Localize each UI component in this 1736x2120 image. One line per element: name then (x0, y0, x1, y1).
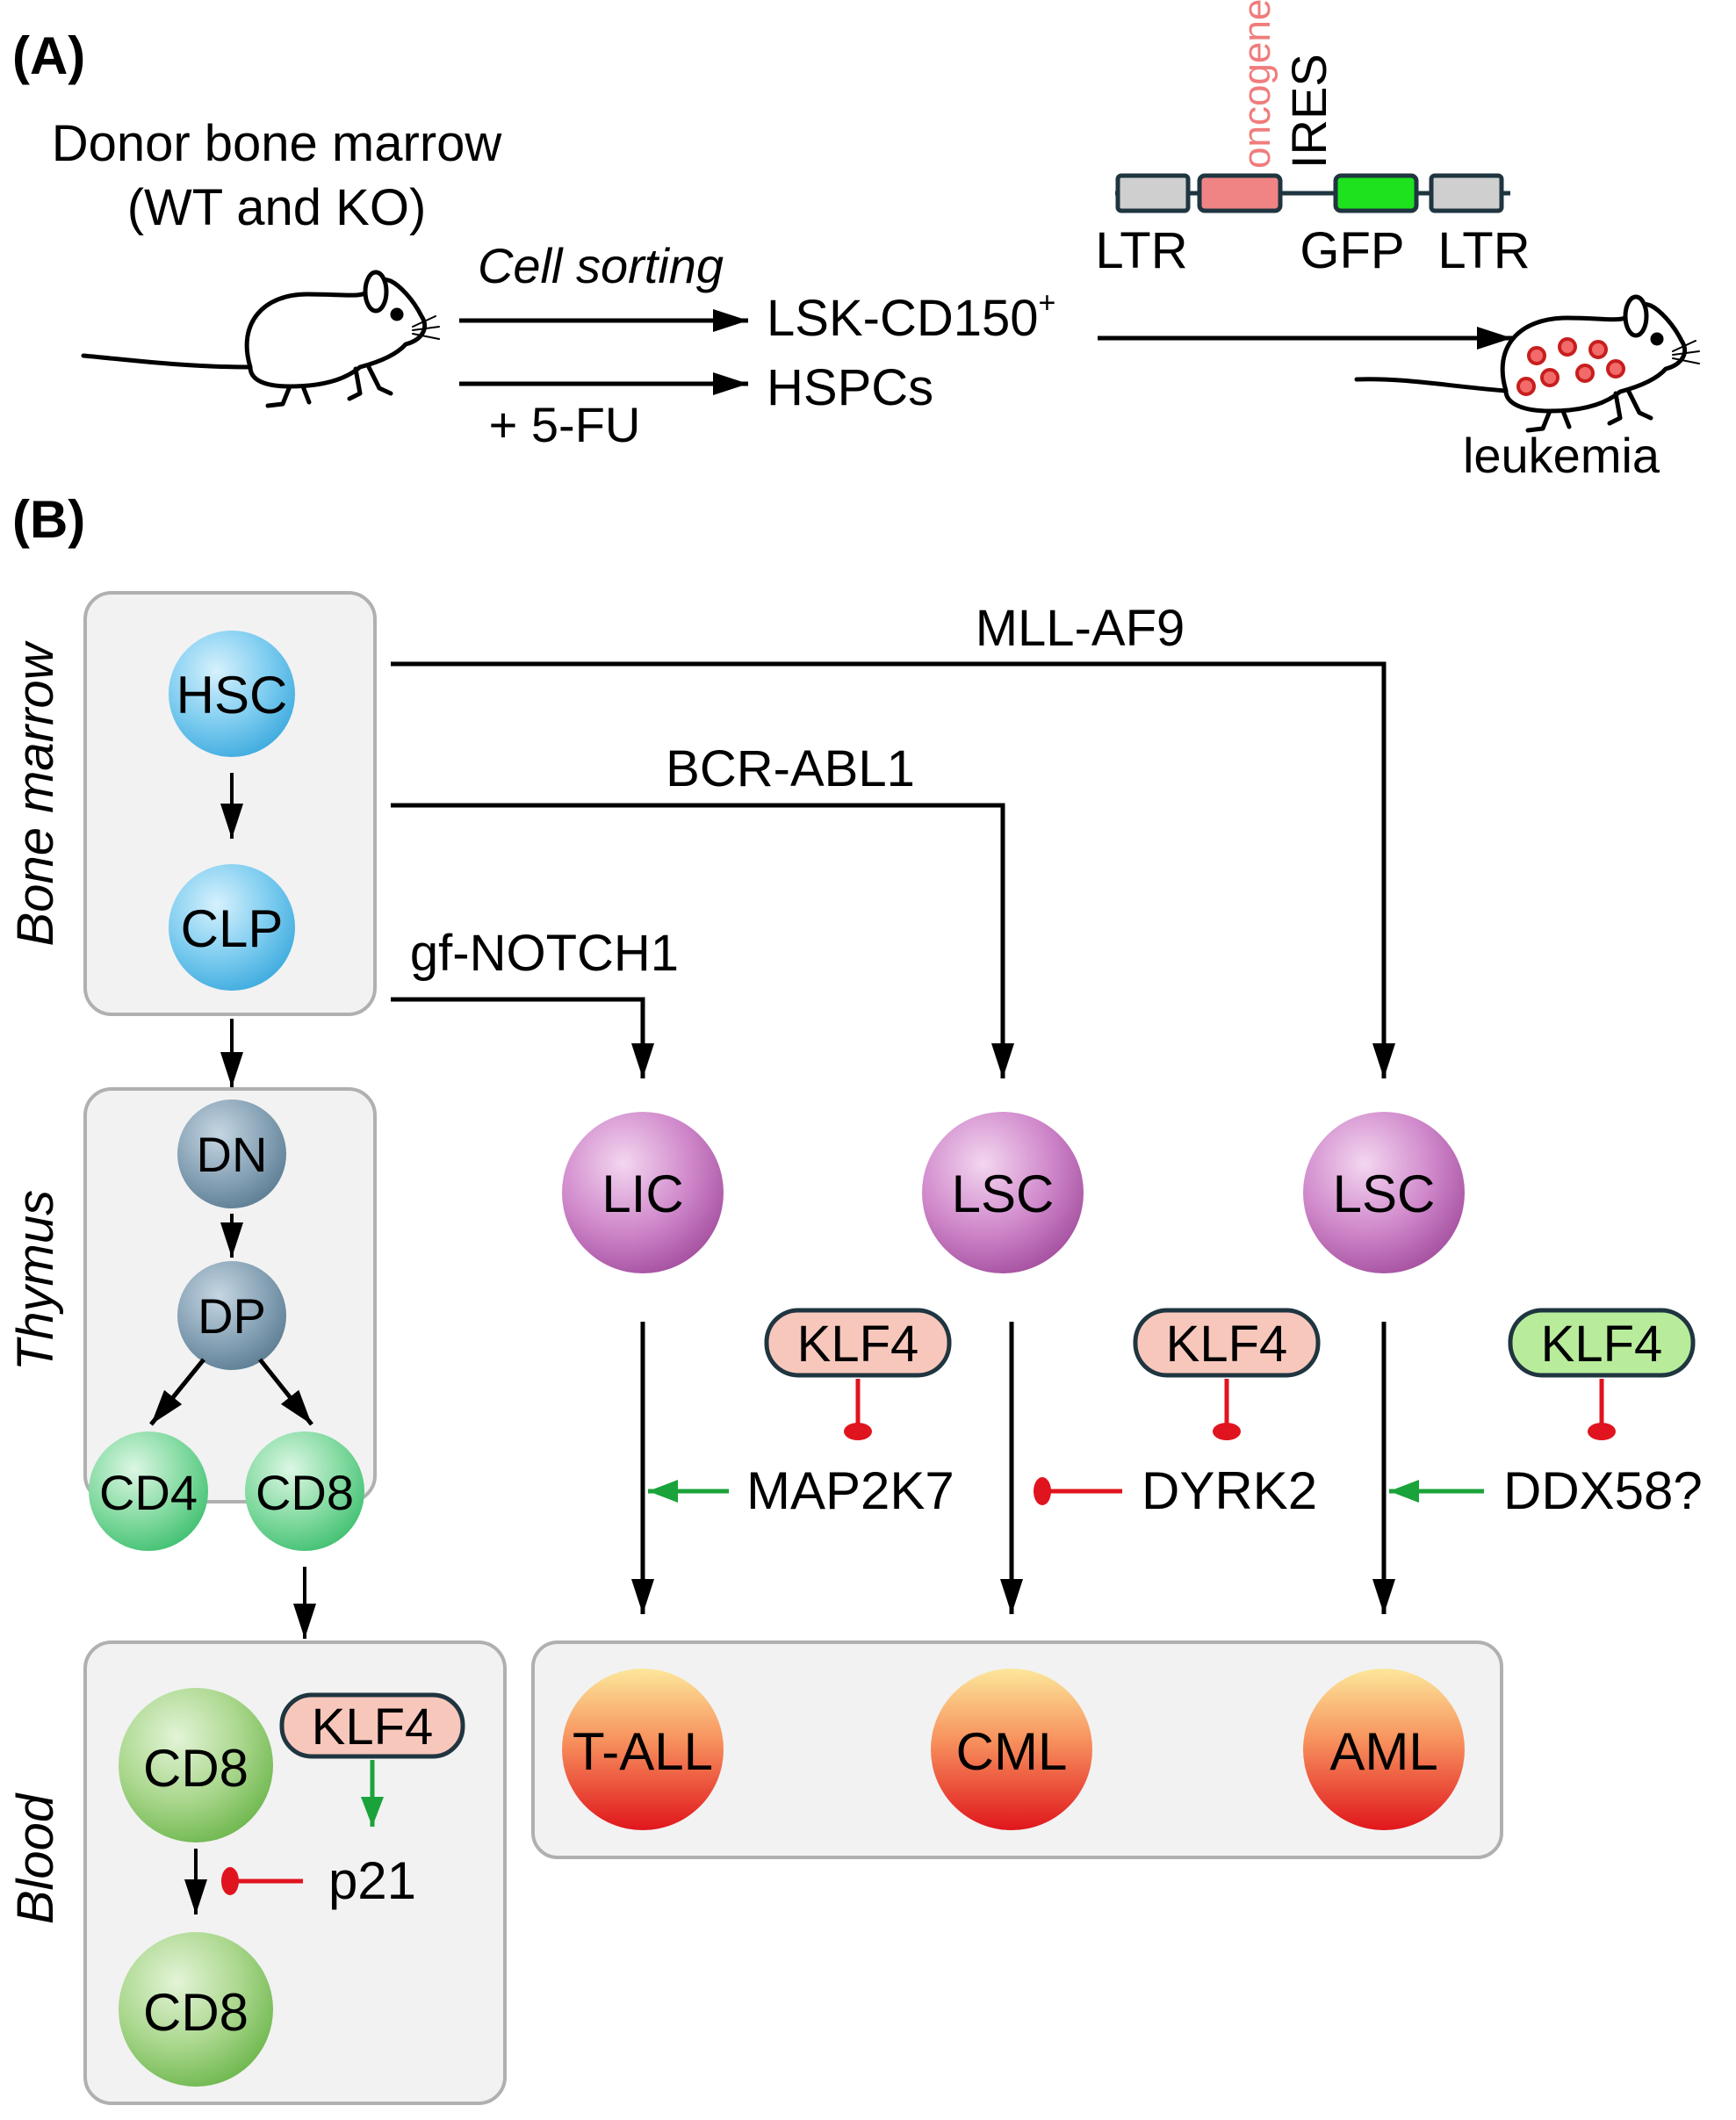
gfp-box (1333, 173, 1419, 213)
svg-text:KLF4: KLF4 (1166, 1316, 1288, 1373)
svg-text:CD8: CD8 (256, 1465, 354, 1520)
tall-disease: T-ALL (562, 1669, 724, 1830)
klf4-tall-box: KLF4 (764, 1308, 952, 1378)
lsc-cml-cell: LSC (922, 1112, 1084, 1273)
svg-text:LIC: LIC (601, 1165, 683, 1223)
hsc-cell: HSC (169, 631, 295, 757)
svg-text:KLF4: KLF4 (1541, 1316, 1663, 1373)
ltr-right-box (1429, 173, 1504, 213)
svg-text:LSC: LSC (1333, 1165, 1436, 1223)
svg-text:KLF4: KLF4 (797, 1316, 919, 1373)
ltr-right-label: LTR (1437, 222, 1530, 279)
klf4-cml-box: KLF4 (1133, 1308, 1321, 1378)
donor-mouse-icon (81, 270, 440, 408)
klf4-aml-box: KLF4 (1508, 1308, 1696, 1378)
dp-to-cd4-arrow (149, 1358, 205, 1426)
bcr-abl1-path (391, 803, 1014, 1078)
dyrk2-label: DYRK2 (1142, 1461, 1317, 1520)
ires-label: IRES (1281, 54, 1336, 169)
cd8-blood-top-cell: CD8 (119, 1688, 273, 1842)
cd8-thymus-cell: CD8 (245, 1431, 364, 1551)
ltr-left-label: LTR (1095, 222, 1187, 279)
svg-text:AML: AML (1329, 1722, 1437, 1781)
retroviral-construct (1115, 173, 1510, 213)
mll-af9-label: MLL-AF9 (976, 600, 1185, 657)
clp-cell: CLP (169, 864, 295, 991)
svg-text:KLF4: KLF4 (312, 1698, 434, 1756)
thymus-label: Thymus (7, 1190, 64, 1371)
cell-sorting-label: Cell sorting (478, 238, 724, 293)
oncogene-box (1197, 173, 1283, 213)
klf4-aml-inhibits-ddx58 (1588, 1379, 1616, 1440)
mll-af9-path (391, 661, 1395, 1078)
panel-a-label: (A) (12, 26, 85, 85)
svg-text:CD8: CD8 (143, 1983, 249, 2042)
dp-cell: DP (177, 1261, 286, 1370)
gfp-label: GFP (1300, 222, 1404, 279)
dn-cell: DN (177, 1100, 286, 1208)
svg-text:DP: DP (198, 1288, 266, 1344)
gf-notch1-path (391, 997, 654, 1078)
klf4-cml-inhibits-dyrk2 (1213, 1379, 1241, 1440)
svg-text:CD8: CD8 (143, 1739, 249, 1798)
aml-disease: AML (1303, 1669, 1465, 1830)
panel-b-label: (B) (12, 490, 85, 549)
gf-notch1-label: gf-NOTCH1 (410, 925, 679, 982)
cd4-cell: CD4 (89, 1431, 208, 1551)
hspcs-label: HSPCs (767, 359, 933, 416)
bcr-abl1-label: BCR-ABL1 (666, 740, 915, 797)
bone-marrow-label: Bone marrow (7, 640, 64, 946)
lic-cell: LIC (562, 1112, 724, 1273)
blood-label: Blood (7, 1792, 64, 1924)
donor-subtitle: (WT and KO) (127, 179, 427, 236)
five-fu-label: + 5-FU (489, 397, 641, 452)
svg-text:CD4: CD4 (99, 1465, 198, 1520)
map2k7-label: MAP2K7 (746, 1461, 954, 1520)
leukemia-label: leukemia (1463, 428, 1660, 483)
lsk-label: LSK-CD150+ (767, 286, 1055, 347)
svg-text:HSC: HSC (176, 666, 288, 725)
svg-text:T-ALL: T-ALL (573, 1722, 713, 1781)
svg-text:LSC: LSC (952, 1165, 1055, 1223)
oncogene-label: oncogene (1235, 0, 1279, 169)
klf4-tall-inhibits-map2k7 (844, 1379, 872, 1440)
dyrk2-inhibits-arrow (1034, 1477, 1122, 1505)
p21-label: p21 (328, 1851, 416, 1910)
svg-text:CML: CML (956, 1722, 1068, 1781)
svg-text:DN: DN (197, 1127, 268, 1182)
p21-inhibits-cd8 (221, 1867, 303, 1895)
cd8-blood-bottom-cell: CD8 (119, 1932, 273, 2087)
svg-text:CLP: CLP (181, 899, 284, 958)
ltr-left-box (1115, 173, 1191, 213)
donor-title: Donor bone marrow (52, 115, 503, 172)
cml-disease: CML (931, 1669, 1092, 1830)
lsc-aml-cell: LSC (1303, 1112, 1465, 1273)
dp-to-cd8-arrow (258, 1358, 313, 1426)
leukemic-mouse-icon (1354, 294, 1700, 433)
ddx58-label: DDX58? (1503, 1461, 1703, 1520)
klf4-blood-box: KLF4 (279, 1692, 465, 1759)
